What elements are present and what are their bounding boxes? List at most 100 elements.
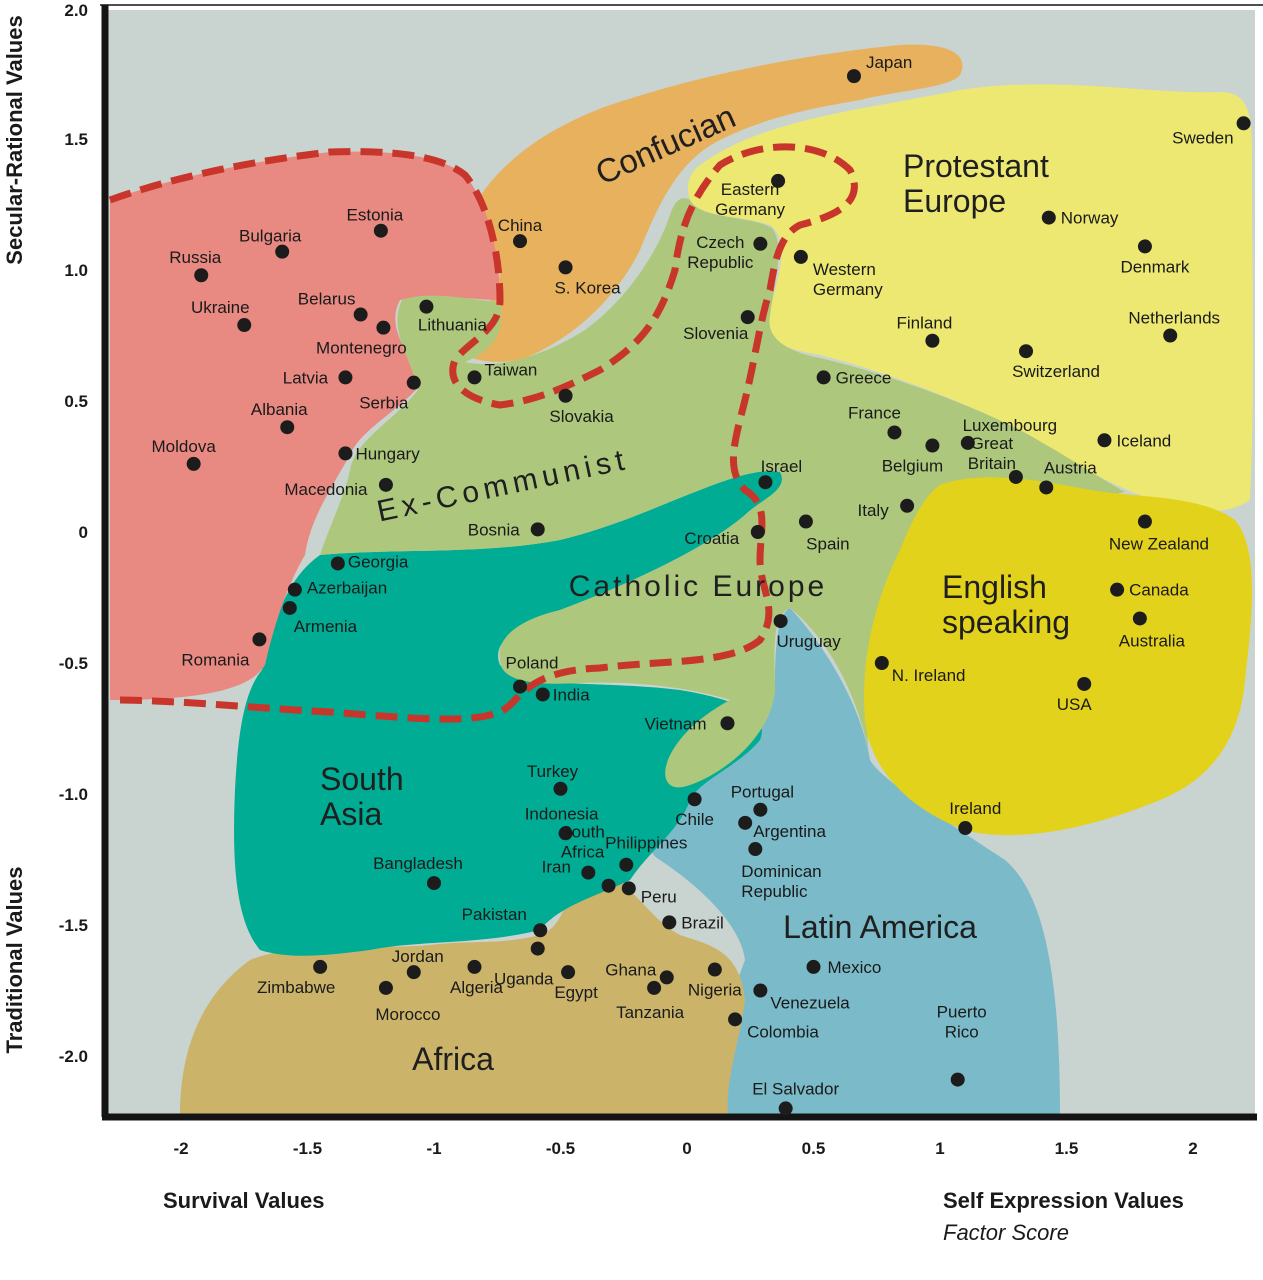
point-estonia — [373, 223, 388, 238]
point-label: Algeria — [450, 978, 503, 997]
y-tick-label: -1.5 — [59, 916, 88, 935]
region-label-catholic-europe: Catholic Europe — [569, 570, 827, 603]
point-hungary — [338, 446, 353, 461]
point-luxembourg — [960, 435, 975, 450]
point-label: Iceland — [1116, 431, 1171, 450]
point-label: Romania — [181, 650, 250, 669]
y-tick-label: 0 — [79, 523, 88, 542]
point-israel — [758, 475, 773, 490]
point-label: Bangladesh — [373, 854, 463, 873]
english-speaking-region — [864, 477, 1253, 836]
point-label: Taiwan — [484, 360, 537, 379]
y-tick-label: 1.0 — [64, 261, 88, 280]
point-label: Germany — [715, 200, 785, 219]
region-label-english-1: English — [942, 569, 1047, 605]
point-label: Rico — [945, 1023, 979, 1042]
point-label: India — [553, 685, 590, 704]
point-peru — [621, 881, 636, 896]
point-label: S. Korea — [554, 278, 621, 297]
point-bangladesh — [427, 876, 441, 891]
point-label: Azerbaijan — [307, 579, 387, 598]
point-denmark — [1137, 239, 1152, 254]
point-latvia — [338, 370, 353, 385]
point-label: Bulgaria — [239, 227, 302, 246]
point-label: Albania — [251, 400, 308, 419]
point-dominican-republic — [748, 842, 763, 857]
point-russia — [194, 268, 209, 283]
point-pakistan — [533, 923, 548, 938]
point-label: Croatia — [684, 529, 739, 548]
point-canada — [1110, 582, 1125, 597]
point-label: Jordan — [392, 947, 444, 966]
point-s-korea — [558, 260, 573, 275]
region-label-protestant-1: Protestant — [903, 148, 1049, 184]
point-label: Montenegro — [316, 339, 407, 358]
point-czech-republic — [753, 236, 768, 251]
y-tick-label: -0.5 — [59, 654, 88, 673]
point-label: Argentina — [753, 822, 826, 841]
south-asia-region — [234, 471, 782, 956]
point-slovakia — [558, 388, 573, 403]
ex-communist-pink-region — [110, 151, 500, 700]
y-tick-label: 2.0 — [64, 1, 88, 20]
point-georgia — [330, 556, 345, 571]
point-mexico — [806, 959, 821, 974]
y-axis-title-bottom: Traditional Values — [2, 866, 27, 1053]
point-n-ireland — [874, 656, 889, 670]
point-puerto-rico — [950, 1072, 965, 1087]
point-el-salvador — [778, 1101, 793, 1116]
point-label: USA — [1057, 695, 1093, 714]
point-india — [535, 687, 550, 702]
point-label: Germany — [813, 280, 883, 299]
point-greece — [816, 370, 831, 385]
x-tick-label: -2 — [173, 1139, 188, 1158]
point-label: Greece — [836, 368, 892, 387]
point-label: China — [498, 216, 543, 235]
point-label: Portugal — [731, 783, 794, 802]
point-label: Mexico — [828, 958, 882, 977]
point-label: Peru — [641, 887, 677, 906]
point-macedonia — [378, 477, 393, 492]
point-belarus — [353, 307, 368, 322]
point-label: Netherlands — [1128, 309, 1220, 328]
point-azerbaijan — [287, 582, 302, 597]
catholic-europe-region — [320, 198, 1125, 788]
point-label: Poland — [506, 654, 559, 673]
point-label: Zimbabwe — [257, 978, 335, 997]
x-tick-label: 0 — [682, 1139, 691, 1158]
point-brazil — [662, 915, 677, 930]
point-uruguay — [773, 614, 788, 629]
x-tick-label: 2 — [1188, 1139, 1197, 1158]
point-label: Switzerland — [1012, 362, 1100, 381]
region-label-south-asia-1: South — [320, 761, 404, 797]
point-japan — [846, 69, 861, 84]
point-label: Macedonia — [284, 480, 368, 499]
point-moldova — [186, 456, 201, 471]
point-ghana — [659, 970, 674, 985]
point-label: Ukraine — [191, 298, 250, 317]
point-ireland — [958, 821, 973, 836]
point-label: South — [560, 823, 604, 842]
point-label: Africa — [561, 843, 605, 862]
point-serbia — [406, 375, 421, 390]
data-points — [186, 69, 1251, 1116]
point-label: Egypt — [554, 983, 598, 1002]
point-tanzania — [647, 980, 662, 995]
point-label: Brazil — [681, 913, 724, 932]
point-chile — [687, 792, 702, 807]
point-uganda — [530, 941, 545, 956]
point-new-zealand — [1137, 514, 1152, 529]
x-tick-label: 0.5 — [802, 1139, 826, 1158]
y-tick-label: -2.0 — [59, 1047, 88, 1066]
x-tick-label: -0.5 — [546, 1139, 575, 1158]
point-egypt — [561, 965, 576, 980]
point-jordan — [406, 965, 421, 980]
point-label: Morocco — [375, 1005, 440, 1024]
point-iceland — [1097, 433, 1112, 448]
region-label-latin-america: Latin America — [783, 909, 977, 945]
point-label: Indonesia — [525, 804, 599, 823]
point-label: Turkey — [527, 762, 579, 781]
point-norway — [1041, 210, 1056, 225]
point-label: New Zealand — [1109, 535, 1209, 554]
